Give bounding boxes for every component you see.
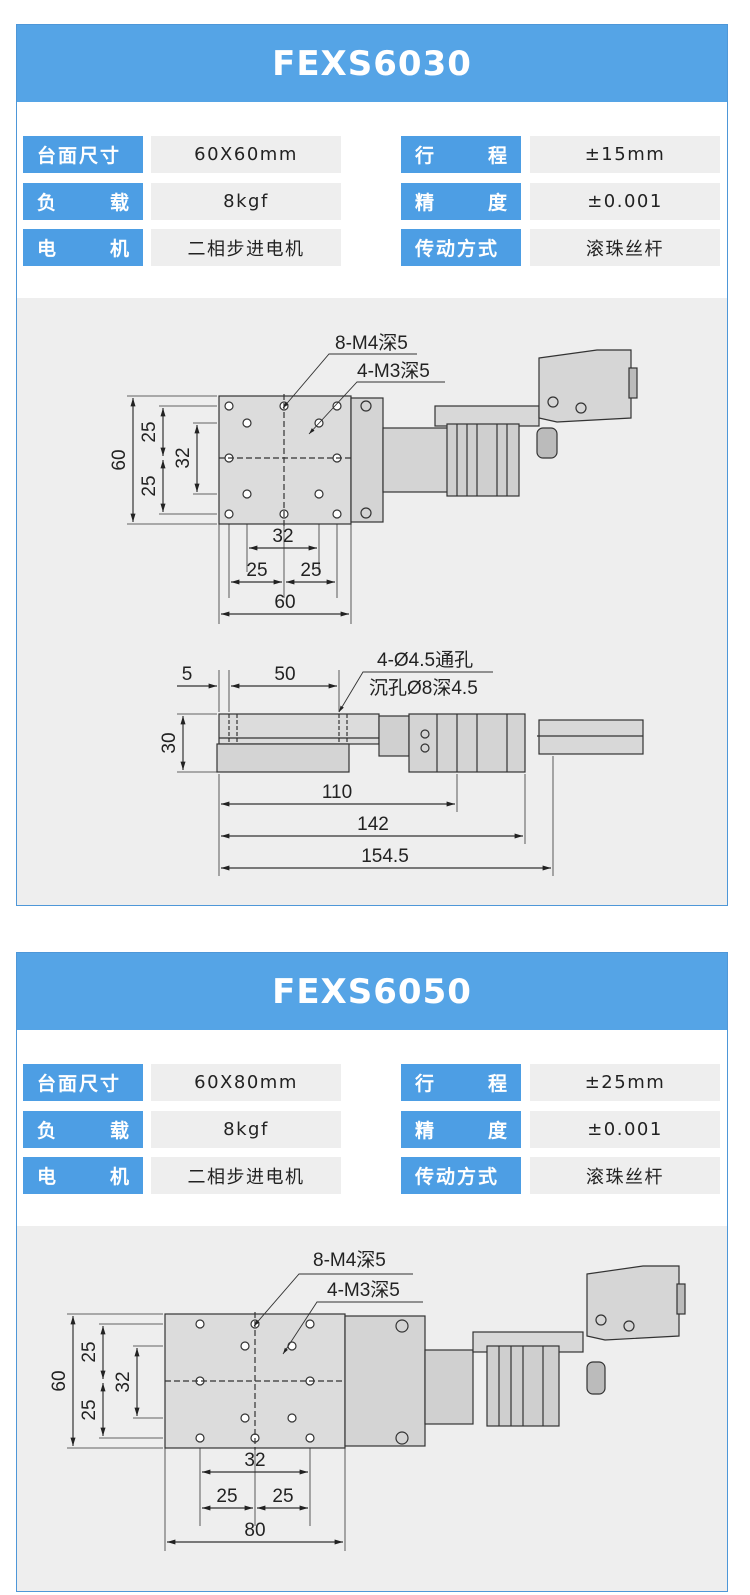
- spec-value-precision: ±0.001: [530, 183, 720, 220]
- spec-value-motor: 二相步进电机: [151, 1157, 341, 1194]
- dim-width-total: 80: [244, 1520, 265, 1541]
- spec-label-table-size: 台面尺寸: [23, 1064, 143, 1101]
- spec-value-load: 8kgf: [151, 183, 341, 220]
- stepper-motor: [446, 423, 520, 497]
- dim-height-25-top: 25: [79, 1341, 100, 1362]
- connector-housing: [538, 349, 632, 423]
- dim-height-total: 60: [49, 1370, 70, 1391]
- dimension-drawing-svg: 8-M4深5 4-M3深5 60 25 25 32 32 25 25 80: [49, 1249, 686, 1551]
- callout-m4: 8-M4深5: [313, 1249, 386, 1271]
- spec-label-table-size: 台面尺寸: [23, 136, 143, 173]
- dim-width-32: 32: [244, 1450, 265, 1471]
- dim-width-25-left: 25: [216, 1486, 237, 1507]
- spec-label-travel: 行程: [401, 1064, 521, 1101]
- dim-height-32: 32: [113, 1371, 134, 1392]
- callout-m3: 4-M3深5: [357, 360, 430, 382]
- callout-m4: 8-M4深5: [335, 332, 408, 354]
- spec-value-drive: 滚珠丝杆: [530, 229, 720, 266]
- product-title: FEXS6030: [17, 25, 727, 102]
- dim-side-30: 30: [159, 732, 180, 753]
- dim-height-25-bottom: 25: [139, 475, 160, 496]
- spec-label-motor: 电机: [23, 229, 143, 266]
- spec-value-load: 8kgf: [151, 1111, 341, 1148]
- dim-width-32: 32: [272, 526, 293, 547]
- product-card-fexs6030: FEXS6030 台面尺寸 60X60mm 行程 ±15mm 负载 8kgf 精…: [16, 24, 728, 906]
- callout-m3: 4-M3深5: [327, 1279, 400, 1301]
- spec-label-drive: 传动方式: [401, 1157, 521, 1194]
- spec-label-travel: 行程: [401, 136, 521, 173]
- spec-value-drive: 滚珠丝杆: [530, 1157, 720, 1194]
- dim-height-25-top: 25: [139, 421, 160, 442]
- spec-label-load: 负载: [23, 183, 143, 220]
- spec-label-motor: 电机: [23, 1157, 143, 1194]
- dim-side-5: 5: [182, 664, 193, 685]
- dim-width-25-right: 25: [300, 560, 321, 581]
- side-connector: [538, 719, 644, 755]
- callout-counterbore: 沉孔Ø8深4.5: [369, 677, 478, 699]
- spec-value-table-size: 60X80mm: [151, 1064, 341, 1101]
- dim-side-154-5: 154.5: [361, 846, 409, 867]
- dim-width-total: 60: [274, 592, 295, 613]
- spec-value-travel: ±25mm: [530, 1064, 720, 1101]
- stage-top-plate: [218, 395, 352, 525]
- side-motor: [408, 713, 526, 773]
- dim-width-25-left: 25: [246, 560, 267, 581]
- spec-label-drive: 传动方式: [401, 229, 521, 266]
- spec-value-table-size: 60X60mm: [151, 136, 341, 173]
- spec-table: 台面尺寸 60X80mm 行程 ±25mm 负载 8kgf 精度 ±0.001 …: [17, 1030, 727, 1226]
- dim-side-142: 142: [357, 814, 389, 835]
- dim-side-110: 110: [322, 782, 352, 803]
- product-title: FEXS6050: [17, 953, 727, 1030]
- dim-height-25-bottom: 25: [79, 1399, 100, 1420]
- spec-label-load: 负载: [23, 1111, 143, 1148]
- handwheel-knob: [536, 427, 558, 459]
- spec-value-travel: ±15mm: [530, 136, 720, 173]
- dim-width-25-right: 25: [272, 1486, 293, 1507]
- product-card-fexs6050: FEXS6050 台面尺寸 60X80mm 行程 ±25mm 负载 8kgf 精…: [16, 952, 728, 1592]
- callout-through-hole: 4-Ø4.5通孔: [377, 649, 473, 671]
- spec-label-precision: 精度: [401, 183, 521, 220]
- technical-drawing: 8-M4深5 4-M3深5 60 25 25 32 32 25 25 80: [17, 1226, 727, 1591]
- stage-side-plate: [218, 713, 380, 745]
- dim-side-50: 50: [274, 664, 295, 685]
- spec-table: 台面尺寸 60X60mm 行程 ±15mm 负载 8kgf 精度 ±0.001 …: [17, 102, 727, 298]
- dim-height-total: 60: [109, 449, 130, 470]
- technical-drawing: 8-M4深5 4-M3深5 60 25 25 32 32 25 25 60 4-…: [17, 298, 727, 905]
- connector-housing: [586, 1265, 680, 1341]
- dimension-drawing-svg: 8-M4深5 4-M3深5 60 25 25 32 32 25 25 60 4-…: [109, 332, 644, 876]
- spec-value-precision: ±0.001: [530, 1111, 720, 1148]
- spec-label-precision: 精度: [401, 1111, 521, 1148]
- spec-value-motor: 二相步进电机: [151, 229, 341, 266]
- dim-height-32: 32: [173, 447, 194, 468]
